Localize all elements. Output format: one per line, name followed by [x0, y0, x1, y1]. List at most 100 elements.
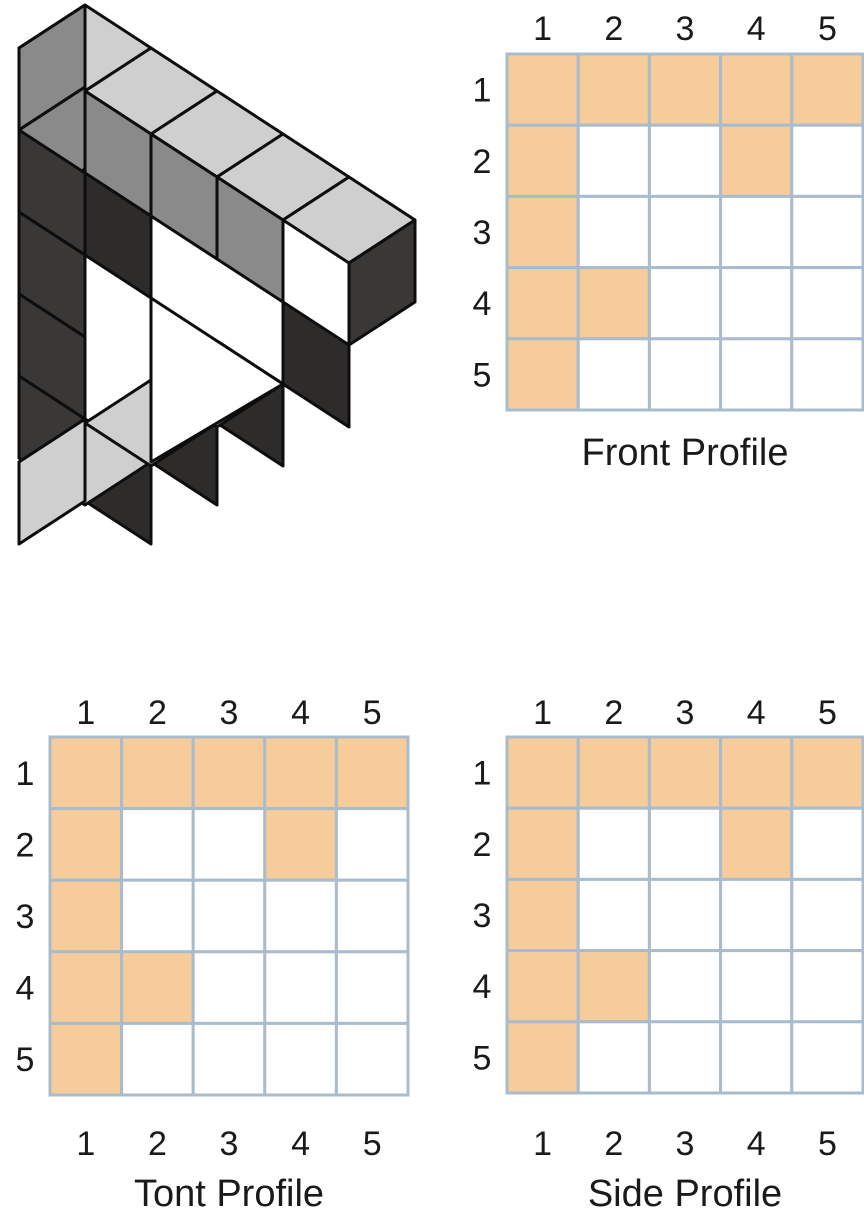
side-cell-r3-c5-empty — [790, 877, 864, 953]
front-row-label: 4 — [473, 285, 492, 323]
side-cell-r3-c2-empty — [576, 877, 651, 953]
side-cell-r1-c3-filled — [647, 735, 723, 810]
side-col-label-top: 3 — [676, 694, 695, 732]
tont-cell-r5-c1-filled — [48, 1021, 124, 1097]
front-col-label-top: 5 — [818, 10, 837, 48]
tont-col-label-bottom: 3 — [220, 1125, 239, 1163]
side-row-label: 2 — [473, 826, 492, 864]
tont-cell-r3-c2-empty — [120, 878, 195, 954]
side-cell-r2-c3-empty — [647, 806, 723, 881]
front-cell-r2-c3-empty — [647, 123, 723, 198]
side-col-label-top: 4 — [747, 694, 766, 732]
front-cell-r5-c1-filled — [505, 337, 580, 412]
tont-cell-r5-c2-empty — [120, 1021, 195, 1097]
tont-cell-r2-c1-filled — [48, 807, 124, 882]
front-cell-r4-c1-filled — [505, 266, 580, 341]
tont-cell-r1-c1-filled — [48, 735, 124, 811]
tont-cell-r1-c5-filled — [334, 735, 410, 811]
side-cell-r2-c5-empty — [790, 806, 864, 881]
side-cell-r5-c5-empty — [790, 1020, 864, 1095]
side-col-label-bottom: 3 — [676, 1125, 695, 1163]
tont-cell-r1-c3-filled — [191, 735, 267, 811]
cube-inner-light-face — [17, 417, 87, 546]
tont-row-label: 5 — [16, 1041, 35, 1079]
side-cell-r2-c4-filled — [719, 806, 794, 881]
tont-cell-r4-c5-empty — [334, 950, 410, 1025]
front-cell-r4-c2-filled — [576, 266, 651, 341]
tont-col-label-bottom: 4 — [291, 1125, 310, 1163]
side-cell-r2-c2-empty — [576, 806, 651, 881]
front-cell-r5-c5-empty — [790, 337, 864, 412]
tont-cell-r2-c4-filled — [263, 807, 338, 882]
tont-col-label-bottom: 1 — [76, 1125, 95, 1163]
side-cell-r4-c4-empty — [719, 949, 794, 1024]
front-cell-r3-c4-empty — [719, 194, 794, 270]
front-cell-r1-c3-filled — [647, 52, 723, 127]
front-cell-r2-c2-empty — [576, 123, 651, 198]
front-cell-r1-c1-filled — [505, 52, 580, 127]
front-cell-r3-c3-empty — [647, 194, 723, 270]
tont-cell-r3-c3-empty — [191, 878, 267, 954]
tont-profile-title: Tont Profile — [134, 1173, 324, 1213]
front-col-label-top: 2 — [604, 10, 623, 48]
tont-cell-r1-c4-filled — [263, 735, 338, 811]
side-cell-r2-c1-filled — [505, 806, 580, 881]
impossible-triangle-cube-figure — [17, 3, 417, 546]
front-row-label: 1 — [473, 72, 492, 110]
side-cell-r5-c2-empty — [576, 1020, 651, 1095]
side-row-label: 5 — [473, 1039, 492, 1077]
front-col-label-top: 1 — [533, 10, 552, 48]
side-cell-r1-c2-filled — [576, 735, 651, 810]
front-cell-r1-c4-filled — [719, 52, 794, 127]
tont-cell-r5-c4-empty — [263, 1021, 338, 1097]
front-row-label: 2 — [473, 143, 492, 181]
tont-col-label-bottom: 2 — [148, 1125, 167, 1163]
tont-row-label: 3 — [16, 898, 35, 936]
tont-cell-r5-c3-empty — [191, 1021, 267, 1097]
side-row-label: 3 — [473, 897, 492, 935]
side-row-label: 4 — [473, 968, 492, 1006]
tont-row-label: 1 — [16, 755, 35, 793]
side-cell-r1-c5-filled — [790, 735, 864, 810]
cube-lower-arm-side-face — [281, 300, 351, 429]
front-row-label: 5 — [473, 356, 492, 394]
tont-col-label-top: 4 — [291, 694, 310, 732]
front-cell-r5-c3-empty — [647, 337, 723, 412]
front-cell-r3-c2-empty — [576, 194, 651, 270]
tont-cell-r2-c2-empty — [120, 807, 195, 882]
front-col-label-top: 3 — [676, 10, 695, 48]
tont-cell-r3-c4-empty — [263, 878, 338, 954]
side-cell-r3-c4-empty — [719, 877, 794, 953]
side-cell-r4-c1-filled — [505, 949, 580, 1024]
side-col-label-bottom: 4 — [747, 1125, 766, 1163]
tont-col-label-top: 2 — [148, 694, 167, 732]
front-cell-r5-c2-empty — [576, 337, 651, 412]
front-cell-r1-c5-filled — [790, 52, 864, 127]
tont-col-label-top: 5 — [363, 694, 382, 732]
front-cell-r4-c4-empty — [719, 266, 794, 341]
side-cell-r1-c1-filled — [505, 735, 580, 810]
tont-row-label: 4 — [16, 970, 35, 1008]
side-cell-r3-c1-filled — [505, 877, 580, 953]
tont-cell-r2-c5-empty — [334, 807, 410, 882]
side-cell-r5-c3-empty — [647, 1020, 723, 1095]
front-col-label-top: 4 — [747, 10, 766, 48]
side-col-label-bottom: 5 — [818, 1125, 837, 1163]
tont-cell-r2-c3-empty — [191, 807, 267, 882]
front-cell-r4-c3-empty — [647, 266, 723, 341]
tont-cell-r4-c2-filled — [120, 950, 195, 1025]
tont-row-label: 2 — [16, 826, 35, 864]
side-cell-r1-c4-filled — [719, 735, 794, 810]
front-cell-r3-c1-filled — [505, 194, 580, 270]
cube-front-face — [215, 175, 285, 304]
tont-cell-r3-c5-empty — [334, 878, 410, 954]
tont-cell-r3-c1-filled — [48, 878, 124, 954]
side-cell-r4-c2-filled — [576, 949, 651, 1024]
tont-cell-r1-c2-filled — [120, 735, 195, 811]
tont-cell-r4-c1-filled — [48, 950, 124, 1025]
side-col-label-top: 2 — [604, 694, 623, 732]
front-cell-r4-c5-empty — [790, 266, 864, 341]
side-cell-r4-c5-empty — [790, 949, 864, 1024]
tont-cell-r4-c4-empty — [263, 950, 338, 1025]
